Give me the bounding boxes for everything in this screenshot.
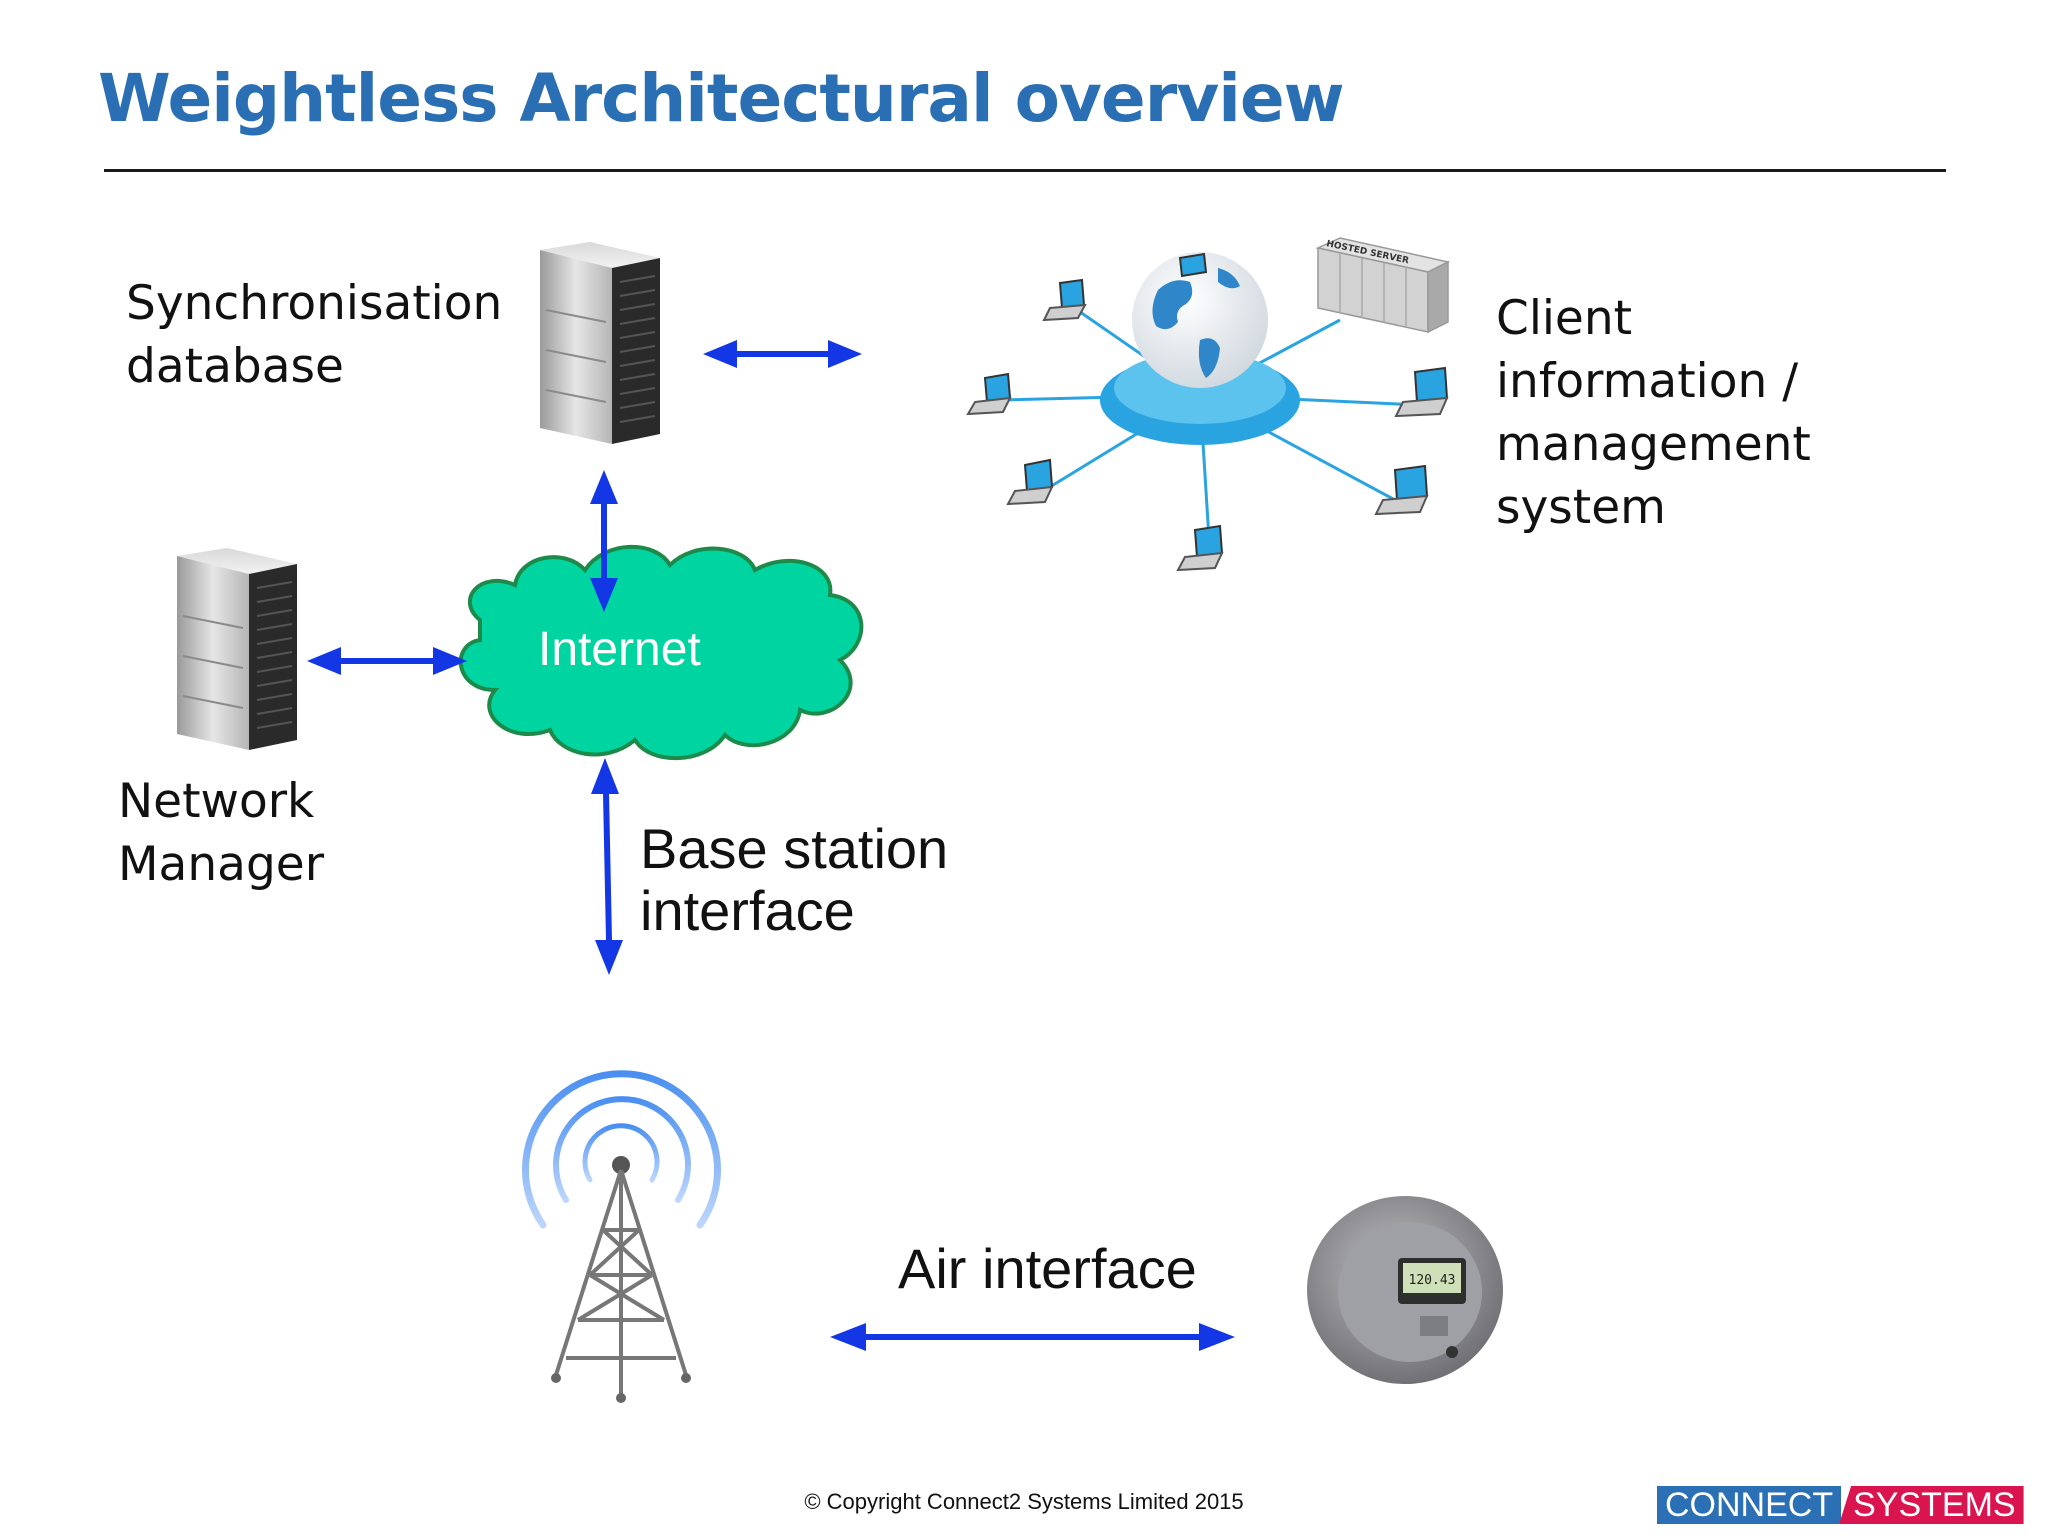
- connect2-systems-logo: CONNECT SYSTEMS: [1657, 1486, 2024, 1524]
- network-manager-label-line2: Manager: [118, 837, 325, 892]
- copyright-notice: © Copyright Connect2 Systems Limited 201…: [804, 1489, 1244, 1514]
- network-manager-server-icon: [177, 548, 297, 750]
- air-interface-label: Air interface: [898, 1237, 1197, 1300]
- arrow-sync-to-client: [703, 340, 862, 368]
- slide-title: Weightless Architectural overview: [98, 60, 1345, 137]
- client-system-label-line3: management: [1496, 417, 1811, 472]
- client-network-globe-icon: HOSTED SERVER: [966, 237, 1451, 572]
- sync-database-server-icon: [540, 242, 660, 444]
- radio-tower-icon: [522, 1070, 721, 1403]
- hosted-server-rack-icon: HOSTED SERVER: [1315, 237, 1451, 334]
- client-system-label: Client information / management system: [1496, 287, 1811, 539]
- base-station-interface-label: Base station interface: [640, 818, 948, 942]
- arrow-air-interface: [830, 1323, 1235, 1351]
- arrow-sync-to-internet: [590, 470, 618, 612]
- smart-meter-icon: 120.43: [1307, 1196, 1503, 1384]
- meter-reading: 120.43: [1409, 1273, 1456, 1288]
- logo-systems-text: SYSTEMS: [1839, 1486, 2024, 1524]
- network-manager-label-line1: Network: [118, 774, 315, 829]
- sync-database-label-line2: database: [126, 339, 344, 394]
- sync-database-label: Synchronisation database: [126, 272, 502, 398]
- sync-database-label-line1: Synchronisation: [126, 276, 503, 331]
- arrow-internet-to-base-station: [591, 758, 623, 975]
- internet-label: Internet: [538, 623, 701, 676]
- internet-cloud-icon: [458, 544, 864, 761]
- logo-connect-text: CONNECT: [1657, 1486, 1842, 1524]
- client-system-label-line2: information /: [1496, 354, 1799, 409]
- base-station-interface-label-line2: interface: [640, 879, 855, 942]
- arrow-manager-to-internet: [307, 647, 467, 675]
- client-system-label-line4: system: [1496, 480, 1666, 535]
- base-station-interface-label-line1: Base station: [640, 817, 949, 880]
- title-divider: [104, 169, 1946, 172]
- client-system-label-line1: Client: [1496, 291, 1633, 346]
- network-manager-label: Network Manager: [118, 770, 324, 896]
